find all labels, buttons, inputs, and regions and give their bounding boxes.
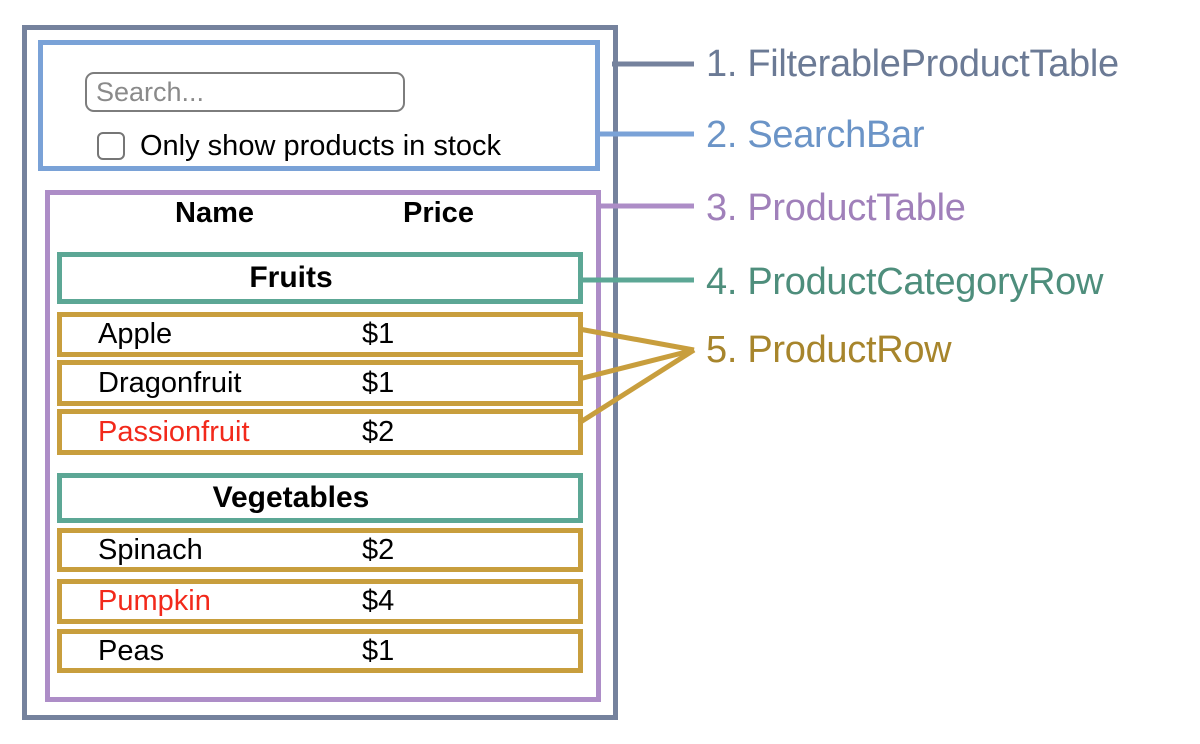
stock-filter-row: Only show products in stock: [97, 130, 502, 162]
product-name: Passionfruit: [98, 415, 250, 448]
product-row-apple: Apple $1: [57, 312, 583, 357]
product-table-box: Name Price Fruits Apple $1 Dragonfruit $…: [45, 190, 601, 702]
product-name: Peas: [98, 634, 165, 667]
product-price: $1: [362, 366, 395, 399]
product-row-dragonfruit: Dragonfruit $1: [57, 360, 583, 406]
product-name: Spinach: [98, 533, 203, 566]
product-row-passionfruit: Passionfruit $2: [57, 409, 583, 455]
legend-product-table: 3. ProductTable: [706, 187, 966, 229]
product-row-spinach: Spinach $2: [57, 528, 583, 572]
product-price: $2: [362, 533, 395, 566]
legend-filterable-product-table: 1. FilterableProductTable: [706, 43, 1119, 85]
product-name: Pumpkin: [98, 585, 211, 617]
search-input[interactable]: [85, 72, 405, 112]
category-label: Fruits: [249, 261, 333, 294]
legend-product-category-row: 4. ProductCategoryRow: [706, 261, 1104, 303]
column-header-name: Name: [175, 197, 254, 229]
category-label: Vegetables: [212, 481, 370, 514]
in-stock-checkbox-label: Only show products in stock: [140, 130, 502, 162]
product-category-row-vegetables: Vegetables: [57, 473, 583, 523]
product-row-pumpkin: Pumpkin $4: [57, 579, 583, 624]
column-header-price: Price: [403, 197, 474, 229]
product-price: $1: [362, 634, 395, 667]
product-price: $2: [362, 415, 395, 448]
search-bar-box: Only show products in stock: [38, 40, 600, 171]
in-stock-checkbox[interactable]: [97, 132, 125, 160]
legend-product-row: 5. ProductRow: [706, 329, 952, 371]
product-name: Dragonfruit: [98, 366, 242, 399]
product-price: $4: [362, 585, 395, 617]
legend-search-bar: 2. SearchBar: [706, 114, 925, 156]
product-name: Apple: [98, 318, 173, 350]
product-row-peas: Peas $1: [57, 629, 583, 673]
product-category-row-fruits: Fruits: [57, 252, 583, 304]
product-price: $1: [362, 318, 395, 350]
